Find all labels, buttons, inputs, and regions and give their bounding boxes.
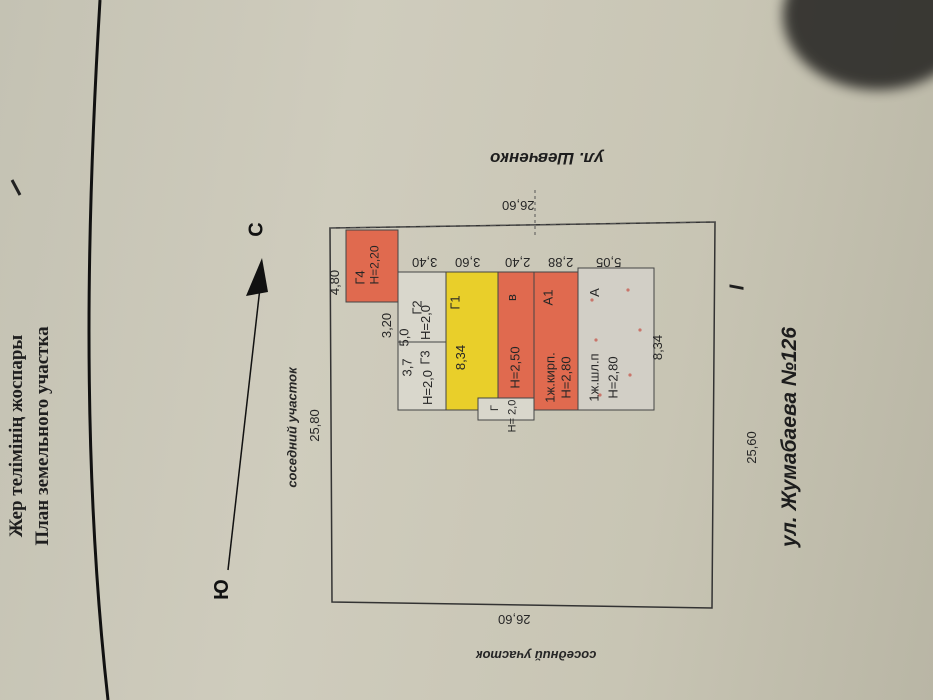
measure-340: 3,40 bbox=[412, 255, 438, 270]
v-id-label: в bbox=[503, 294, 519, 301]
neighbor-bottom: соседний участок bbox=[476, 648, 597, 663]
a1-height-label: Н=2,80 bbox=[558, 356, 574, 399]
g4-id-label: Г4 bbox=[352, 270, 368, 285]
g3-height-label: Н=2,0 bbox=[420, 369, 436, 406]
compass-arrow-icon bbox=[246, 258, 268, 296]
g2-size-label: 5,0 bbox=[396, 328, 412, 347]
g1-size-label: 8,34 bbox=[453, 344, 469, 371]
plot-dim-bottom: 26,60 bbox=[498, 612, 531, 627]
street-top: ул. Шевченко bbox=[490, 149, 604, 168]
a-material-label: 1ж.шл.п bbox=[586, 353, 602, 402]
g3-id-label: Г3 bbox=[417, 350, 433, 365]
a1-material-label: 1ж.кирп. bbox=[542, 352, 558, 403]
building-v bbox=[497, 271, 535, 411]
plot-dim-right: 25,60 bbox=[743, 431, 759, 464]
compass-south: Ю bbox=[210, 579, 233, 600]
g-small-label: Г bbox=[488, 405, 501, 411]
g4-top-measure: 4,80 bbox=[327, 269, 343, 296]
g4-height-label: Н=2,20 bbox=[367, 245, 382, 285]
a-id-label: А bbox=[586, 288, 602, 297]
measure-834: 8,34 bbox=[650, 334, 666, 361]
plot-boundary bbox=[329, 221, 716, 609]
building-g1 bbox=[445, 271, 499, 411]
v-height-label: Н=2,50 bbox=[507, 346, 523, 389]
measure-360: 3,60 bbox=[455, 255, 481, 270]
g1-id-label: Г1 bbox=[447, 295, 463, 310]
a1-id-label: А1 bbox=[540, 289, 556, 306]
compass-line bbox=[227, 269, 263, 571]
building-g4 bbox=[345, 229, 399, 303]
g3-size-label: 3,7 bbox=[399, 358, 415, 377]
building-a bbox=[577, 267, 655, 411]
measure-288: 2,88 bbox=[548, 255, 574, 270]
roman-mark: I bbox=[726, 284, 749, 291]
neighbor-left: соседний участок bbox=[284, 367, 300, 488]
building-g2 bbox=[397, 271, 447, 343]
plot-dim-top: 26,60 bbox=[502, 198, 535, 213]
measure-240: 2,40 bbox=[505, 255, 531, 270]
g2-height-label: Н=2,0 bbox=[418, 304, 434, 341]
g4-bottom-measure: 3,20 bbox=[379, 312, 395, 339]
street-bottom: ул. Жумабаева №126 bbox=[777, 327, 801, 547]
measure-505: 5,05 bbox=[596, 255, 622, 270]
building-g3 bbox=[397, 341, 447, 411]
g-small-height: Н= 2,0 bbox=[506, 399, 519, 433]
a-height-label: Н=2,80 bbox=[605, 356, 621, 399]
compass-north: С bbox=[245, 222, 268, 237]
plot-dim-left: 25,80 bbox=[306, 409, 322, 442]
